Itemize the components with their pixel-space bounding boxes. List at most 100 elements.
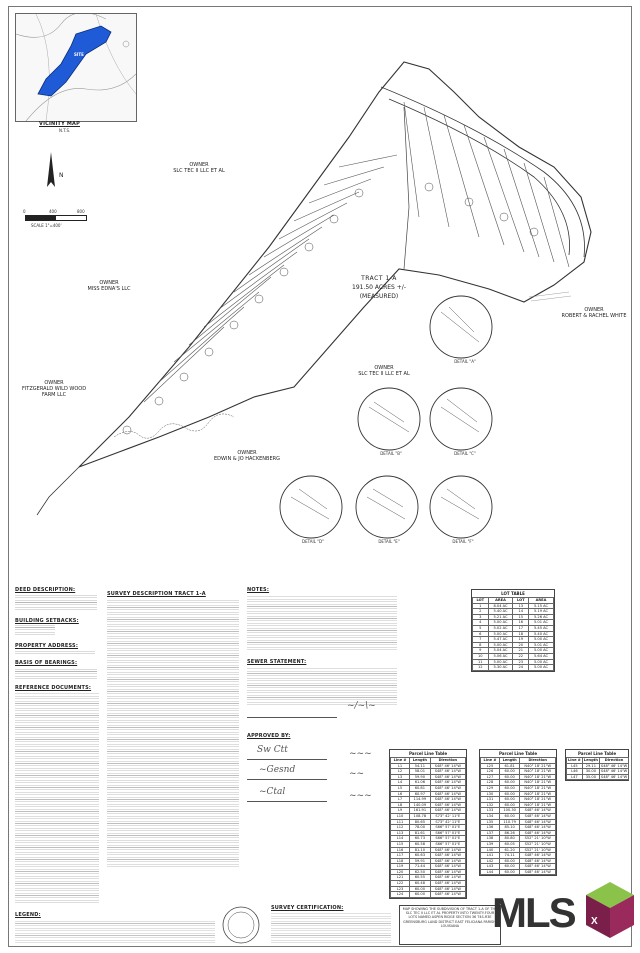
vicinity-map-title: VICINITY MAP — [39, 121, 80, 127]
approval-line-2 — [247, 779, 327, 780]
tract-acres: 191.50 ACRES +/- — [352, 284, 406, 291]
parcel-table-title: Parcel Line Table — [577, 751, 617, 756]
survey-description-text — [107, 599, 239, 867]
table-cell: S48° 46' 14"W — [519, 863, 556, 870]
detail-circle-f — [429, 475, 493, 539]
approval-line-3 — [247, 801, 327, 802]
logo-text: MLS — [492, 889, 577, 936]
table-cell: S48° 46' 14"W — [429, 880, 467, 887]
setbacks-text — [15, 625, 55, 635]
table-cell: S48° 46' 14"W — [429, 762, 467, 770]
logo-box-icon: X — [586, 882, 634, 938]
table-cell: S48° 46' 14"W — [519, 857, 556, 865]
table-cell: S48° 46' 14"W — [429, 801, 467, 809]
table-cell: 12 — [472, 664, 489, 671]
owner-label-2: OWNER MISS EDNA'S LLC — [69, 280, 149, 292]
table-cell: S48° 46' 14"W — [519, 829, 556, 837]
table-cell: S48° 46' 14"W — [429, 891, 467, 898]
table-cell: S48° 46' 14"W — [429, 790, 467, 798]
table-cell: S48° 46' 14"W — [598, 773, 630, 781]
basis-of-bearings-text — [15, 667, 97, 679]
detail-f-label: DETAIL "F" — [452, 539, 474, 544]
table-cell: L47 — [566, 773, 583, 781]
table-cell: N40° 18' 21"W — [519, 796, 556, 803]
owner-label-4: OWNER SLC TEC II LLC ET AL — [344, 365, 424, 377]
site-parcel-highlight — [37, 25, 112, 97]
table-cell: S48° 46' 14"W — [519, 807, 556, 814]
table-cell: S48° 46' 14"W — [429, 852, 467, 859]
table-cell: S48° 46' 14"W — [429, 796, 467, 803]
table-cell: S66° 57' 01"E — [429, 829, 467, 837]
scale-tick-0: 0 — [23, 209, 26, 214]
owner-label-1: OWNER SLC TEC II LLC ET AL — [159, 162, 239, 174]
table-cell: S48° 46' 14"W — [519, 818, 556, 826]
detail-circle-a — [429, 295, 493, 359]
graphic-scale-bar — [25, 215, 87, 221]
approved-by-heading: APPROVED BY: — [247, 733, 291, 739]
owner-name: SLC TEC II LLC ET AL — [358, 371, 410, 377]
owner-heading: OWNER — [44, 380, 64, 386]
table-cell: S48° 46' 14"W — [429, 857, 467, 865]
approval-signature-2: ~Gesnd — [259, 765, 296, 775]
title-block-text: MAP SHOWING THE SUBDIVISION OF TRACT 1-A… — [402, 907, 498, 928]
sewer-signature: ~/~\~ — [347, 701, 376, 711]
scale-label: SCALE 1"=400' — [31, 223, 62, 228]
scale-tick-800: 800 — [77, 209, 85, 214]
north-arrow-icon: N — [47, 152, 64, 187]
table-cell: N40° 18' 21"W — [519, 779, 556, 786]
table-cell: S48° 46' 14"W — [429, 807, 467, 814]
plat-drawing — [36, 61, 592, 539]
detail-circle-d — [279, 475, 343, 539]
survey-plat-sheet: SITE VICINITY MAP N.T.S. N 0 400 800 SCA… — [8, 6, 632, 947]
detail-c-label: DETAIL "C" — [454, 451, 476, 456]
sewer-statement-text — [247, 667, 397, 705]
table-cell: S48° 46' 14"W — [429, 768, 467, 775]
table-cell: N40° 18' 21"W — [519, 785, 556, 792]
table-cell: 35.00 — [581, 773, 600, 781]
tract-measured: (MEASURED) — [359, 293, 399, 300]
table-cell: 60.00 — [409, 891, 431, 898]
table-cell: 5.00 AC — [528, 664, 554, 671]
table-cell: S48° 46' 14"W — [598, 768, 630, 775]
table-cell: L44 — [480, 868, 500, 876]
vicinity-map-drawing — [16, 14, 136, 121]
title-block: MAP SHOWING THE SUBDIVISION OF TRACT 1-A… — [399, 905, 501, 945]
table-cell: S48° 46' 14"W — [519, 852, 556, 859]
detail-circle-c — [429, 387, 493, 451]
table-cell: S48° 46' 14"W — [429, 868, 467, 876]
owner-heading: OWNER — [237, 450, 257, 456]
table-cell: S48° 46' 14"W — [429, 885, 467, 893]
table-cell: S48° 46' 14"W — [429, 874, 467, 882]
owner-name: ROBERT & RACHEL WHITE — [561, 313, 627, 319]
mls-box-logo: MLS X — [492, 878, 638, 950]
legend-heading: LEGEND: — [15, 912, 41, 918]
basis-of-bearings-heading: BASIS OF BEARINGS: — [15, 660, 78, 666]
approval-signature-1: Sw Ctt — [257, 745, 288, 755]
table-header-cell: Line # — [566, 757, 583, 764]
table-cell: S48° 46' 14"W — [519, 868, 556, 876]
table-cell: N40° 18' 21"W — [519, 762, 556, 770]
deed-description-text — [15, 594, 97, 610]
sewer-signature-line — [247, 717, 337, 718]
deed-description-heading: DEED DESCRIPTION: — [15, 587, 76, 593]
table-cell: N40° 18' 21"W — [519, 773, 556, 781]
table-cell: N40° 18' 21"W — [519, 790, 556, 798]
detail-e-label: DETAIL "E" — [378, 539, 400, 544]
lot-lines — [143, 101, 570, 403]
approval-date-2: ~~ — [349, 769, 365, 779]
vicinity-map-scale: N.T.S. — [59, 128, 71, 133]
vicinity-map: SITE — [15, 13, 137, 122]
site-label: SITE — [74, 52, 84, 57]
table-cell: S73° 42' 11"E — [429, 812, 467, 820]
parcel-table-title: Parcel Line Table — [498, 751, 538, 756]
table-cell: L24 — [389, 891, 411, 898]
approval-line-1 — [247, 759, 327, 760]
scale-tick-400: 400 — [49, 209, 57, 214]
